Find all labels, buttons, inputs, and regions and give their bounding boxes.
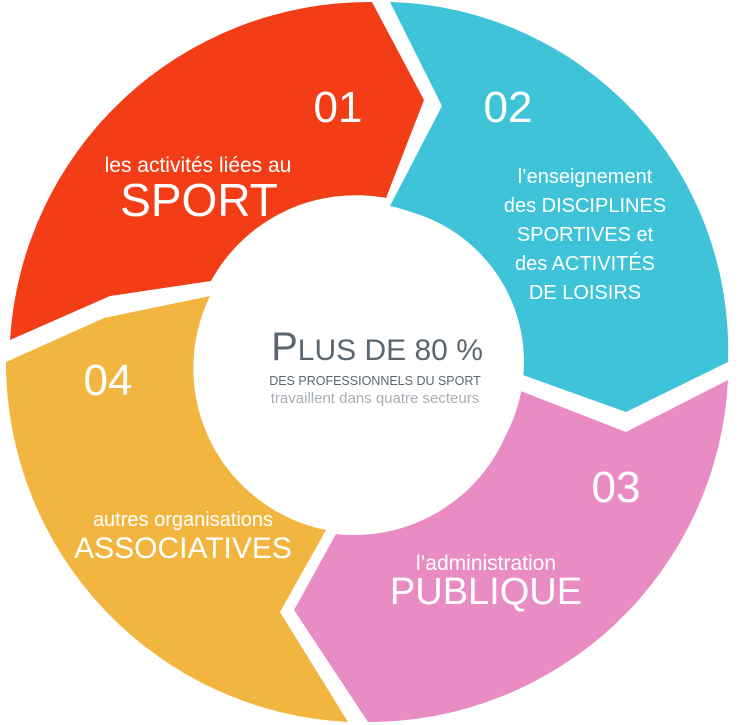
center-line-1: DES PROFESSIONNELS DU SPORT <box>269 374 481 388</box>
center-headline: PLUS DE 80 % <box>271 325 483 369</box>
segment-01-number: 01 <box>314 83 363 132</box>
segment-01: 01 les activités liées au SPORT <box>10 1 424 340</box>
segment-01-arrow <box>10 1 424 340</box>
center-headline-rest: LUS DE 80 % <box>298 334 483 367</box>
segment-03-label-small: l’administration <box>416 552 556 575</box>
center-circle <box>212 206 524 518</box>
segment-04-number: 04 <box>84 356 133 405</box>
segment-03-arrow <box>294 380 728 723</box>
segment-02-label-line-5: DE LOISIRS <box>529 282 641 304</box>
segment-01-label-large: SPORT <box>120 174 278 226</box>
segment-02-arrow <box>390 2 729 412</box>
segment-03-number: 03 <box>592 463 641 512</box>
segment-03-label-large: PUBLIQUE <box>390 571 582 613</box>
segment-04-label-large: ASSOCIATIVES <box>74 532 292 565</box>
segment-01-label-small: les activités liées au <box>105 154 292 177</box>
segment-02-number: 02 <box>484 83 533 132</box>
segment-02-label-line-4: des ACTIVITÉS <box>515 252 655 275</box>
center-headline-lead: P <box>271 325 298 369</box>
segment-04: 04 autres organisations ASSOCIATIVES <box>5 296 349 722</box>
segment-04-label-small: autres organisations <box>93 509 273 531</box>
segment-04-arrow <box>5 296 349 722</box>
segment-02-label-line-3: SPORTIVES et <box>517 224 654 246</box>
segment-02-label-line-2: des DISCIPLINES <box>504 195 666 217</box>
segment-02: 02 l’enseignement des DISCIPLINES SPORTI… <box>390 2 729 412</box>
segment-02-label-line-1: l’enseignement <box>518 166 653 188</box>
center-summary: PLUS DE 80 % DES PROFESSIONNELS DU SPORT… <box>212 206 524 518</box>
center-line-2: travaillent dans quatre secteurs <box>271 390 479 407</box>
segment-03: 03 l’administration PUBLIQUE <box>294 380 728 723</box>
